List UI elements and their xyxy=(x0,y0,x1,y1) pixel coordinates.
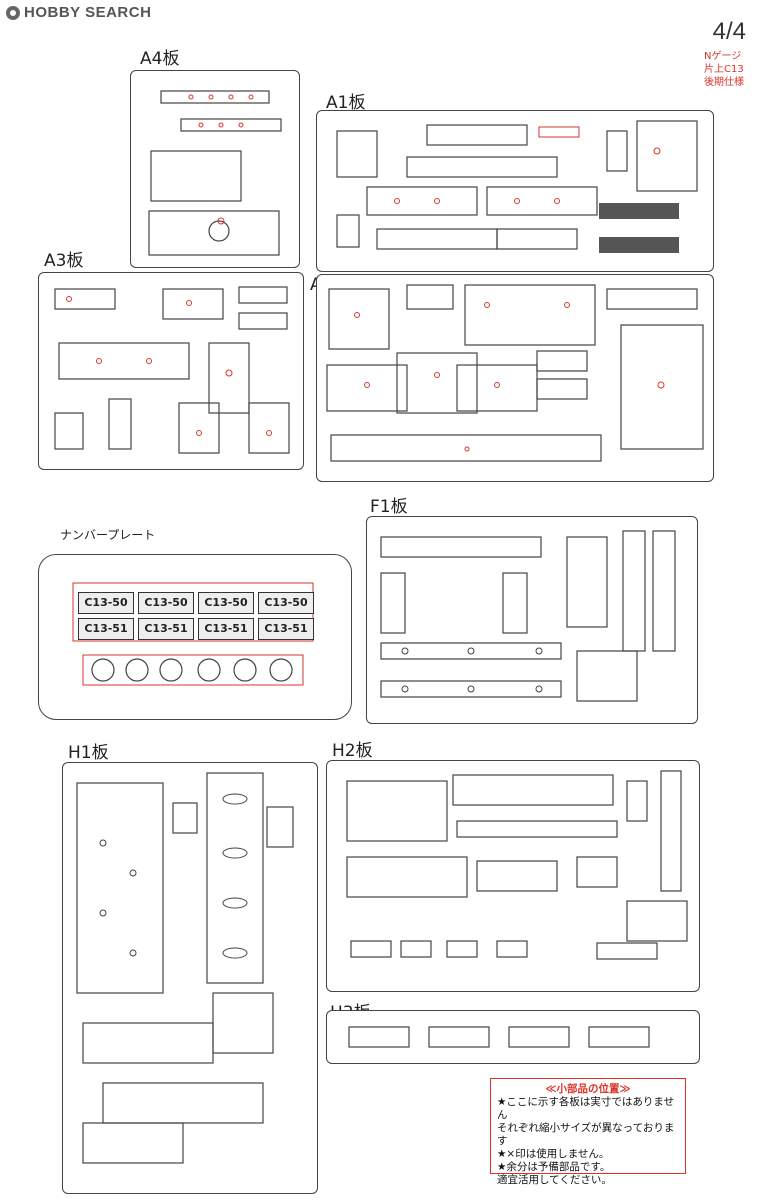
sheet-a2 xyxy=(316,274,714,482)
number-plate: C13-51 xyxy=(78,618,134,640)
sheet-f1-parts xyxy=(380,530,676,702)
number-plate: C13-50 xyxy=(78,592,134,614)
sheet-h1 xyxy=(62,762,318,1194)
sheet-h3-parts xyxy=(348,1026,650,1048)
legend-line: ★ここに示す各板は実寸ではありません xyxy=(497,1096,675,1121)
sheet-a1-parts xyxy=(336,120,698,253)
sheet-h1-parts xyxy=(76,772,294,1164)
number-plate: C13-51 xyxy=(138,618,194,640)
plate-label-a3: A3板 xyxy=(44,251,84,271)
sheet-a1 xyxy=(316,110,714,272)
legend-title: ≪小部品の位置≫ xyxy=(545,1083,631,1095)
number-plate: C13-51 xyxy=(198,618,254,640)
logo-text: HOBBY SEARCH xyxy=(24,4,152,21)
product-note: Nゲージ 片上C13 後期仕様 xyxy=(704,50,744,89)
logo-mark-icon xyxy=(6,5,20,20)
sheet-a4 xyxy=(130,70,300,268)
number-plate-grid: C13-50 C13-50 C13-50 C13-50 C13-51 C13-5… xyxy=(78,592,314,640)
sheet-a3 xyxy=(38,272,304,470)
hobby-search-logo: HOBBY SEARCH xyxy=(6,4,151,21)
number-plate: C13-50 xyxy=(198,592,254,614)
note-line: 片上C13 xyxy=(704,64,744,75)
number-plate: C13-51 xyxy=(258,618,314,640)
plate-label-f1: F1板 xyxy=(370,497,408,517)
sheet-a2-parts xyxy=(326,284,704,462)
legend-line: ★余分は予備部品です。 xyxy=(497,1161,611,1173)
sheet-h2-parts xyxy=(346,770,688,960)
sheet-a3-parts xyxy=(54,286,290,454)
legend-line: それぞれ縮小サイズが異なっております xyxy=(497,1122,675,1147)
plate-label-a1: A1板 xyxy=(326,93,366,113)
small-parts-legend: ≪小部品の位置≫ ★ここに示す各板は実寸ではありません それぞれ縮小サイズが異な… xyxy=(490,1078,686,1186)
sheet-a4-parts xyxy=(148,90,282,256)
page-number: 4/4 xyxy=(712,18,746,45)
legend-line: ★×印は使用しません。 xyxy=(497,1148,610,1160)
number-plate: C13-50 xyxy=(258,592,314,614)
sheet-h3 xyxy=(326,1010,700,1064)
legend-line: 適宜活用してください。 xyxy=(497,1174,612,1186)
plate-label-a4: A4板 xyxy=(140,49,180,69)
number-plate: C13-50 xyxy=(138,592,194,614)
sheet-f1 xyxy=(366,516,698,724)
number-plate-title: ナンバープレート xyxy=(60,528,156,542)
note-line: 後期仕様 xyxy=(704,77,744,88)
plate-label-h1: H1板 xyxy=(68,743,109,763)
note-line: Nゲージ xyxy=(704,51,742,62)
plate-label-h2: H2板 xyxy=(332,741,373,761)
sheet-h2 xyxy=(326,760,700,992)
